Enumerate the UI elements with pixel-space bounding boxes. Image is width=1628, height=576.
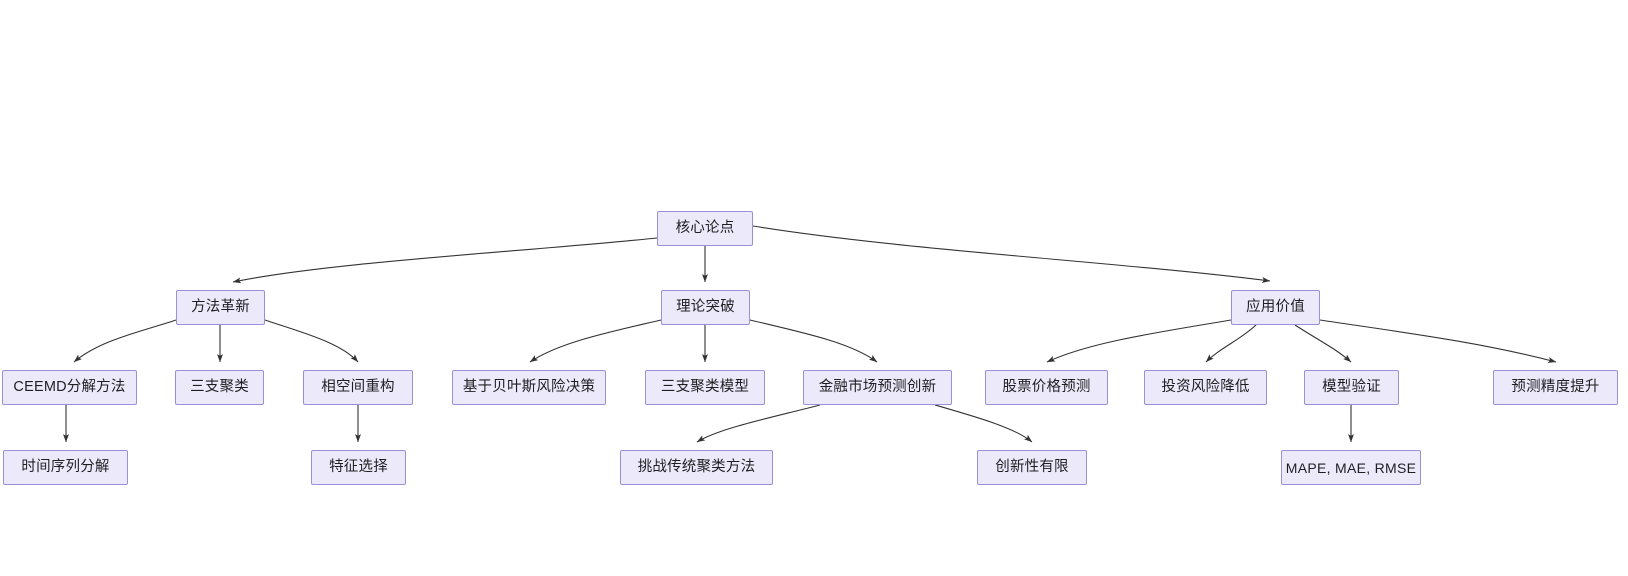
node-bayes[interactable]: 基于贝叶斯风险决策 bbox=[452, 370, 606, 405]
node-label-ceemd: CEEMD分解方法 bbox=[13, 379, 126, 396]
node-validate[interactable]: 模型验证 bbox=[1304, 370, 1399, 405]
node-label-metrics: MAPE, MAE, RMSE bbox=[1285, 459, 1417, 476]
edge-finance-to-limited bbox=[934, 404, 1033, 443]
node-root[interactable]: 核心论点 bbox=[657, 211, 753, 246]
node-label-root: 核心论点 bbox=[675, 220, 735, 237]
node-label-phase: 相空间重构 bbox=[321, 379, 395, 396]
node-label-featsel: 特征选择 bbox=[329, 459, 388, 476]
edge-theory-to-bayes bbox=[529, 319, 662, 363]
node-label-tsdecomp: 时间序列分解 bbox=[21, 459, 110, 476]
node-accuracy[interactable]: 预测精度提升 bbox=[1493, 370, 1618, 405]
edge-theory-to-finance bbox=[749, 319, 878, 363]
node-threeway[interactable]: 三支聚类 bbox=[175, 370, 264, 405]
node-stock[interactable]: 股票价格预测 bbox=[985, 370, 1108, 405]
node-finance[interactable]: 金融市场预测创新 bbox=[803, 370, 952, 405]
edge-finance-to-challenge bbox=[696, 404, 821, 443]
node-risk[interactable]: 投资风险降低 bbox=[1144, 370, 1267, 405]
node-challenge[interactable]: 挑战传统聚类方法 bbox=[620, 450, 773, 485]
node-method[interactable]: 方法革新 bbox=[176, 290, 265, 325]
node-label-twmodel: 三支聚类模型 bbox=[660, 379, 750, 396]
edge-value-to-accuracy bbox=[1319, 319, 1557, 363]
node-tsdecomp[interactable]: 时间序列分解 bbox=[3, 450, 128, 485]
node-label-finance: 金融市场预测创新 bbox=[818, 379, 937, 396]
node-label-stock: 股票价格预测 bbox=[1002, 379, 1091, 396]
node-theory[interactable]: 理论突破 bbox=[661, 290, 750, 325]
node-limited[interactable]: 创新性有限 bbox=[977, 450, 1087, 485]
node-label-risk: 投资风险降低 bbox=[1161, 379, 1250, 396]
edge-value-to-stock bbox=[1046, 319, 1232, 363]
edge-root-to-value bbox=[752, 225, 1271, 283]
edge-value-to-risk bbox=[1205, 324, 1257, 363]
node-label-accuracy: 预测精度提升 bbox=[1511, 379, 1600, 396]
node-label-threeway: 三支聚类 bbox=[190, 379, 249, 396]
node-value[interactable]: 应用价值 bbox=[1231, 290, 1320, 325]
node-label-value: 应用价值 bbox=[1246, 299, 1305, 316]
node-label-challenge: 挑战传统聚类方法 bbox=[637, 459, 756, 476]
node-featsel[interactable]: 特征选择 bbox=[311, 450, 406, 485]
edge-value-to-validate bbox=[1294, 324, 1352, 363]
node-ceemd[interactable]: CEEMD分解方法 bbox=[2, 370, 137, 405]
edge-method-to-ceemd bbox=[73, 319, 177, 363]
node-phase[interactable]: 相空间重构 bbox=[303, 370, 413, 405]
node-label-validate: 模型验证 bbox=[1322, 379, 1381, 396]
node-metrics[interactable]: MAPE, MAE, RMSE bbox=[1281, 450, 1421, 485]
node-label-bayes: 基于贝叶斯风险决策 bbox=[462, 379, 596, 396]
edges-group bbox=[63, 225, 1557, 443]
node-label-theory: 理论突破 bbox=[676, 299, 735, 316]
node-label-limited: 创新性有限 bbox=[995, 459, 1069, 476]
edge-root-to-method bbox=[232, 237, 658, 284]
node-label-method: 方法革新 bbox=[191, 299, 250, 316]
node-twmodel[interactable]: 三支聚类模型 bbox=[645, 370, 765, 405]
edge-method-to-phase bbox=[264, 319, 359, 363]
